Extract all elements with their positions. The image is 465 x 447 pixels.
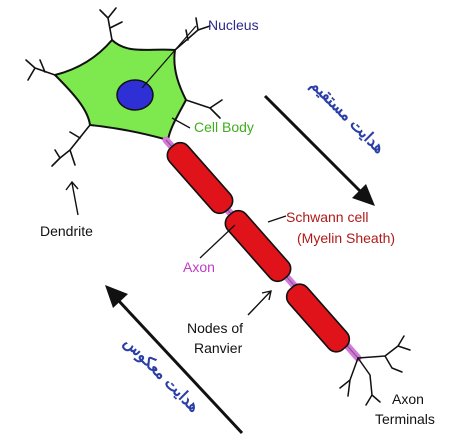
schwann-cell-label: Schwann cell [286,209,369,225]
axon-label: Axon [183,259,215,275]
nucleus-label: Nucleus [208,17,259,33]
dendrite-label: Dendrite [40,223,93,239]
dendrite-pointer-arrow [65,180,79,216]
nodes-of-label: Nodes of [187,320,243,336]
small-arrows [65,180,272,316]
nodes-pointer-arrow [247,290,272,316]
pointer-lines [141,25,287,259]
myelin-sheath [166,141,351,353]
schwann-cell-1 [166,141,234,215]
axon-terminals-label-2: Terminals [375,411,435,427]
schwann-cell-2 [224,209,292,283]
dendrites [25,7,223,167]
reverse-conduction-arrow [105,285,244,435]
axon-terminals-label-1: Axon [392,391,424,407]
schwann-cell-3 [285,283,351,353]
direct-conduction-label: هدایت مستقیم [306,76,387,157]
nucleus [116,79,154,111]
axon-terminals [339,335,411,406]
myelin-sheath-label: (Myelin Sheath) [297,230,395,246]
direct-conduction-arrow [263,94,375,206]
cell-body-label: Cell Body [194,119,254,135]
ranvier-label: Ranvier [194,340,243,356]
